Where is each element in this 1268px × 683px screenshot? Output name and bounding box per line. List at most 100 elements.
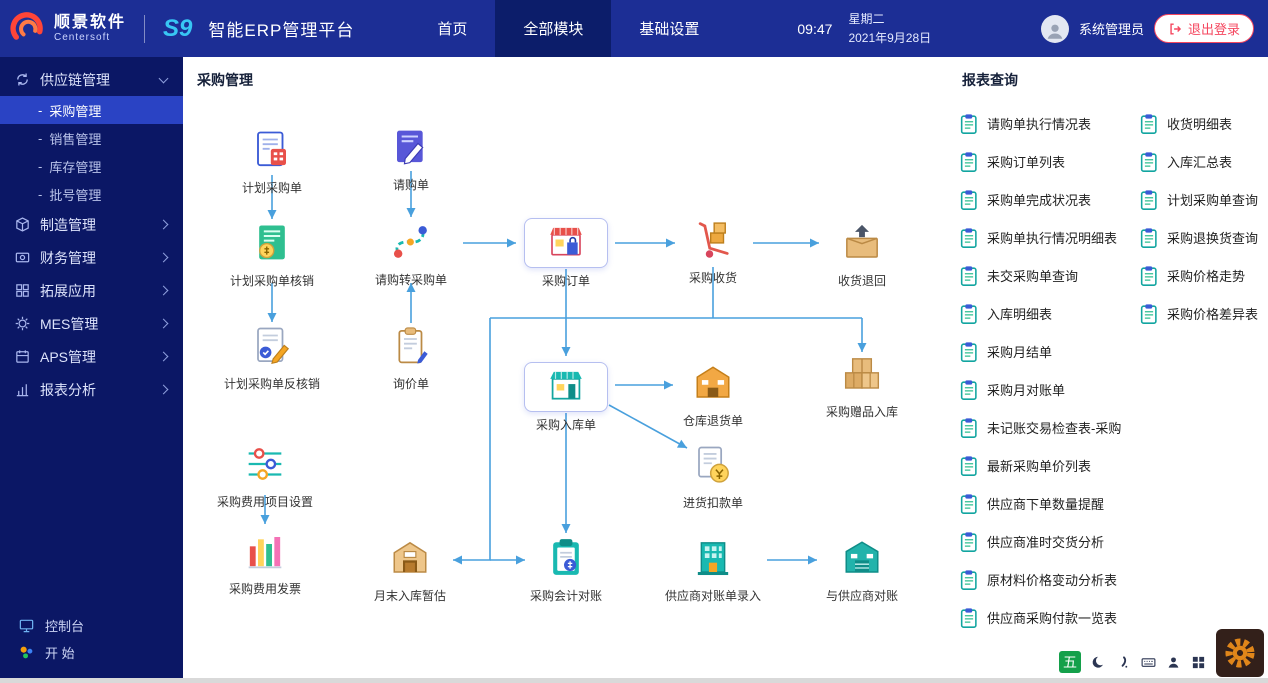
- flow-node-label: 采购会计对账: [529, 589, 602, 603]
- sidebar-group-aps[interactable]: APS管理: [0, 340, 183, 373]
- flow-node-supplier-statement-entry[interactable]: 供应商对账单录入: [658, 537, 768, 604]
- logo: 顺景软件 Centersoft S9 智能ERP管理平台: [0, 11, 354, 47]
- report-item[interactable]: 收货明细表: [1138, 112, 1268, 135]
- report-item[interactable]: 采购价格差异表: [1138, 302, 1268, 325]
- report-doc-icon: [1138, 227, 1160, 249]
- report-item-label: 收货明细表: [1167, 117, 1233, 132]
- report-item-label: 采购价格走势: [1167, 269, 1246, 284]
- brand-name: 顺景软件: [54, 14, 127, 32]
- nav-home[interactable]: 首页: [437, 21, 468, 38]
- date: 2021年9月28日: [848, 30, 932, 45]
- reports-panel: 报表查询 请购单执行情况表采购订单列表采购单完成状况表采购单执行情况明细表未交采…: [948, 57, 1268, 678]
- sidebar-footer-console[interactable]: 控制台: [0, 612, 183, 639]
- report-item-label: 原材料价格变动分析表: [987, 573, 1118, 588]
- report-item[interactable]: 供应商下单数量提醒: [958, 492, 1128, 515]
- sidebar-item-sales[interactable]: -销售管理: [0, 124, 183, 152]
- pen-icon[interactable]: [1116, 655, 1131, 670]
- sliders-icon: [244, 443, 286, 485]
- sidebar-group-manufacture[interactable]: 制造管理: [0, 208, 183, 241]
- report-item[interactable]: 采购月对账单: [958, 378, 1128, 401]
- settings-gear-button[interactable]: [1216, 629, 1264, 677]
- logout-button[interactable]: 退出登录: [1153, 14, 1254, 43]
- user-avatar[interactable]: [1040, 14, 1069, 43]
- logo-divider: [144, 14, 146, 43]
- chevron-right-icon: [158, 252, 169, 263]
- report-item[interactable]: 原材料价格变动分析表: [958, 568, 1128, 591]
- sidebar-group-report-analysis[interactable]: 报表分析: [0, 373, 183, 406]
- flow-node-purchase-stockin[interactable]: 采购入库单: [511, 362, 621, 433]
- sidebar-item-inventory[interactable]: -库存管理: [0, 152, 183, 180]
- report-item[interactable]: 采购退换货查询: [1138, 226, 1268, 249]
- report-doc-icon: [1138, 151, 1160, 173]
- report-item[interactable]: 采购单完成状况表: [958, 188, 1128, 211]
- flow-node-expense-item-setup[interactable]: 采购费用项目设置: [210, 443, 320, 510]
- report-item[interactable]: 入库汇总表: [1138, 150, 1268, 173]
- report-item[interactable]: 采购订单列表: [958, 150, 1128, 173]
- sidebar-footer-label: 开 始: [45, 646, 75, 661]
- flow-node-purchase-deduction[interactable]: 进货扣款单: [658, 444, 768, 511]
- nav-all-modules[interactable]: 全部模块: [495, 0, 612, 57]
- sidebar-group-label: 报表分析: [40, 381, 96, 398]
- flow-node-req-to-po[interactable]: 请购转采购单: [356, 221, 466, 288]
- sidebar-group-finance[interactable]: 财务管理: [0, 241, 183, 274]
- warehouse-return-icon: [692, 362, 734, 404]
- report-item[interactable]: 入库明细表: [958, 302, 1128, 325]
- grid-icon[interactable]: [1191, 655, 1206, 670]
- ime-indicator[interactable]: 五: [1059, 651, 1081, 673]
- flow-node-expense-invoice[interactable]: 采购费用发票: [210, 530, 320, 597]
- flow-node-label: 采购费用项目设置: [216, 495, 313, 509]
- person-icon[interactable]: [1166, 655, 1181, 670]
- sidebar-footer-start[interactable]: 开 始: [0, 639, 183, 666]
- report-item[interactable]: 采购单执行情况明细表: [958, 226, 1128, 249]
- flow-node-plan-purchase-order[interactable]: 计划采购单: [217, 129, 327, 196]
- sidebar-group-extend-apps[interactable]: 拓展应用: [0, 274, 183, 307]
- report-item[interactable]: 采购价格走势: [1138, 264, 1268, 287]
- report-doc-icon: [1138, 189, 1160, 211]
- sidebar-group-supply-chain[interactable]: 供应链管理: [0, 63, 183, 96]
- flow-node-label: 请购单: [392, 178, 429, 192]
- flow-node-purchase-order[interactable]: 采购订单: [511, 218, 621, 289]
- flow-node-monthend-stockin-estimate[interactable]: 月末入库暂估: [355, 537, 465, 604]
- flow-node-warehouse-return[interactable]: 仓库退货单: [658, 362, 768, 429]
- report-item[interactable]: 未交采购单查询: [958, 264, 1128, 287]
- report-item[interactable]: 未记账交易检查表-采购: [958, 416, 1128, 439]
- report-item[interactable]: 请购单执行情况表: [958, 112, 1128, 135]
- sidebar-item-batch[interactable]: -批号管理: [0, 180, 183, 208]
- brand-subname: Centersoft: [54, 31, 111, 43]
- report-doc-icon: [958, 569, 980, 591]
- sidebar-group-mes[interactable]: MES管理: [0, 307, 183, 340]
- flow-node-supplier-reconcile[interactable]: 与供应商对账: [807, 537, 917, 604]
- sidebar-group-label: 供应链管理: [40, 71, 110, 88]
- deduction-doc-icon: [692, 444, 734, 486]
- report-item[interactable]: 最新采购单价列表: [958, 454, 1128, 477]
- flow-node-purchase-receipt[interactable]: 采购收货: [658, 219, 768, 286]
- report-item[interactable]: 计划采购单查询: [1138, 188, 1268, 211]
- report-doc-icon: [958, 189, 980, 211]
- taskbar: 五: [1059, 651, 1206, 673]
- flow-node-purchase-accounting-reconcile[interactable]: 采购会计对账: [511, 537, 621, 604]
- flow-node-receipt-return[interactable]: 收货退回: [807, 222, 917, 289]
- flow-node-inquiry-sheet[interactable]: 询价单: [356, 325, 466, 392]
- sidebar-item-purchase[interactable]: -采购管理: [0, 96, 183, 124]
- flow-node-label: 收货退回: [837, 274, 886, 288]
- nav-basic-settings[interactable]: 基础设置: [639, 21, 700, 38]
- flow-node-purchase-requisition[interactable]: 请购单: [356, 126, 466, 193]
- flow-node-label: 采购入库单: [535, 418, 596, 432]
- report-item-label: 入库明细表: [987, 307, 1053, 322]
- moon-icon[interactable]: [1091, 655, 1106, 670]
- mes-icon: [14, 315, 31, 332]
- bullet: -: [38, 102, 43, 118]
- report-item[interactable]: 供应商采购付款一览表: [958, 606, 1128, 629]
- report-doc-icon: [958, 493, 980, 515]
- report-item[interactable]: 供应商准时交货分析: [958, 530, 1128, 553]
- flow-node-label: 计划采购单核销: [229, 274, 314, 288]
- report-item-label: 采购退换货查询: [1167, 231, 1259, 246]
- start-icon: [18, 644, 35, 661]
- flow-node-purchase-gift-stockin[interactable]: 采购赠品入库: [807, 353, 917, 420]
- person-icon: [1047, 24, 1063, 39]
- flow-node-plan-po-reverse-writeoff[interactable]: 计划采购单反核销: [217, 325, 327, 392]
- keyboard-icon[interactable]: [1141, 655, 1156, 670]
- logout-label: 退出登录: [1187, 22, 1240, 37]
- flow-node-plan-po-writeoff[interactable]: 计划采购单核销: [217, 222, 327, 289]
- report-item[interactable]: 采购月结单: [958, 340, 1128, 363]
